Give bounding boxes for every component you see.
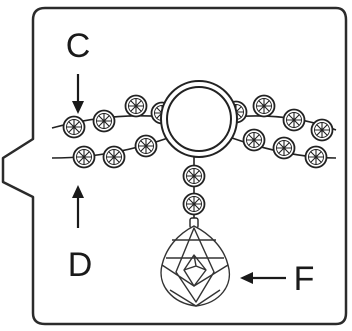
bead-icon	[126, 96, 147, 117]
bead-icon	[104, 147, 125, 168]
bead-icon	[244, 130, 265, 151]
callout-label-c: C	[66, 27, 91, 65]
callout-label-d: D	[68, 246, 93, 284]
bead-icon	[184, 194, 205, 215]
bead-icon	[312, 120, 333, 141]
bead-icon	[74, 147, 95, 168]
bead-icon	[284, 110, 305, 131]
bead-icon	[254, 96, 275, 117]
bead-icon	[94, 111, 115, 132]
callout-label-f: F	[294, 260, 315, 298]
bead-icon	[64, 117, 85, 138]
metal-ring-icon	[161, 81, 237, 157]
bead-icon	[184, 166, 205, 187]
bead-icon	[136, 136, 157, 157]
bead-icon	[306, 147, 327, 168]
bead-icon	[274, 138, 295, 159]
